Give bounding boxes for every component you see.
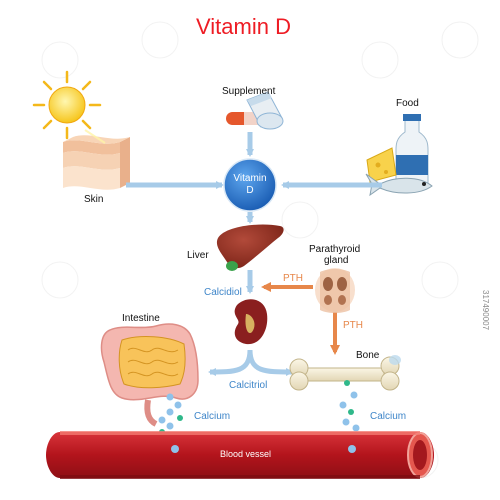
skin-icon <box>63 129 130 190</box>
calcidiol-label: Calcidiol <box>204 287 242 298</box>
blood-vessel-label: Blood vessel <box>220 449 272 459</box>
bone-icon <box>289 355 401 391</box>
intestine-label: Intestine <box>122 313 160 324</box>
vitamin-d-circle <box>223 158 277 212</box>
supplement-icon <box>226 91 284 130</box>
vitamin-d-pathway-arrows <box>126 132 382 376</box>
calcium-label-left: Calcium <box>194 411 231 422</box>
parathyroid-gland-icon <box>315 268 355 313</box>
calcium-label-right: Calcium <box>370 411 407 422</box>
parathyroid-label-line2: gland <box>324 255 349 266</box>
kidney-icon <box>234 299 268 345</box>
pth-arrows <box>261 282 340 355</box>
vitamin-d-label-line1: Vitamin <box>233 173 267 184</box>
blood-vessel-icon <box>46 431 434 479</box>
food-icon <box>365 114 433 197</box>
liver-icon <box>216 224 284 271</box>
vitamin-d-label-line2: D <box>246 185 254 196</box>
food-label: Food <box>396 98 419 109</box>
calcitriol-label: Calcitriol <box>229 380 268 391</box>
sun-icon <box>32 70 102 140</box>
pth-label-lower: PTH <box>343 320 363 331</box>
intestine-icon <box>100 323 199 427</box>
bone-label: Bone <box>356 350 380 361</box>
skin-label: Skin <box>84 194 104 205</box>
supplement-label: Supplement <box>222 86 276 97</box>
pth-label-upper: PTH <box>283 273 303 284</box>
parathyroid-label-line1: Parathyroid <box>309 244 361 255</box>
liver-label: Liver <box>187 250 209 261</box>
diagram-title: Vitamin D <box>196 14 291 39</box>
stock-id: 317490007 <box>481 290 490 331</box>
